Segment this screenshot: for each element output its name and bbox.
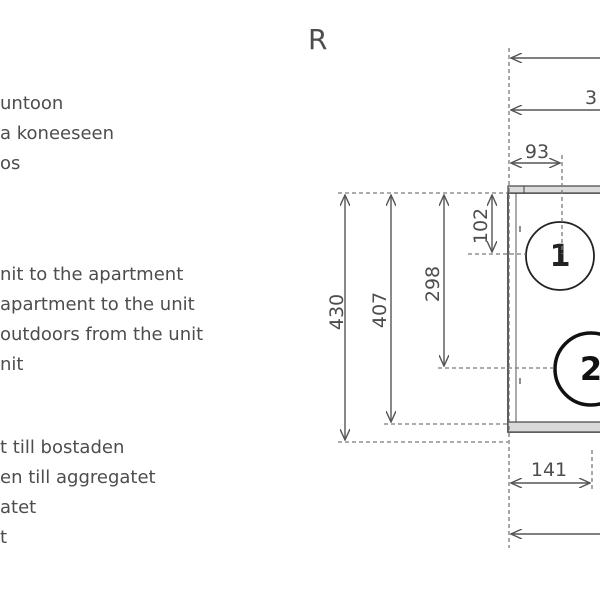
legend-sv-line-4: t [0,527,8,548]
dim-top-width-partial: 3 [585,87,597,109]
dim-height-298: 298 [422,266,444,302]
port-1-label: 1 [550,239,571,274]
legend-sv-line-3: atet [0,497,37,518]
legend-fi-line-3: os [0,153,21,174]
legend-sv-line-1: t till bostaden [0,437,125,458]
legend-sv-line-2: en till aggregatet [0,467,156,488]
port-2-label: 2 [580,350,600,388]
dim-height-407: 407 [369,292,391,328]
dimension-arrows [345,58,600,534]
legend-en-line-2: apartment to the unit [0,294,195,315]
legend-en-line-3: outdoors from the unit [0,324,204,345]
unit-body [507,185,600,433]
port-1: 1 [525,221,595,291]
dim-width-93: 93 [525,141,549,163]
legend-en-line-4: nit [0,354,24,375]
dim-height-102: 102 [470,208,492,244]
view-label: R [308,23,327,56]
port-2: 2 [553,331,600,407]
legend-fi-line-1: untoon [0,93,64,114]
legend-en-line-1: nit to the apartment [0,264,184,285]
dim-width-141: 141 [531,459,567,481]
legend-fi-line-2: a koneeseen [0,123,115,144]
dim-total-height: 430 [326,294,348,330]
extension-lines [338,48,593,548]
